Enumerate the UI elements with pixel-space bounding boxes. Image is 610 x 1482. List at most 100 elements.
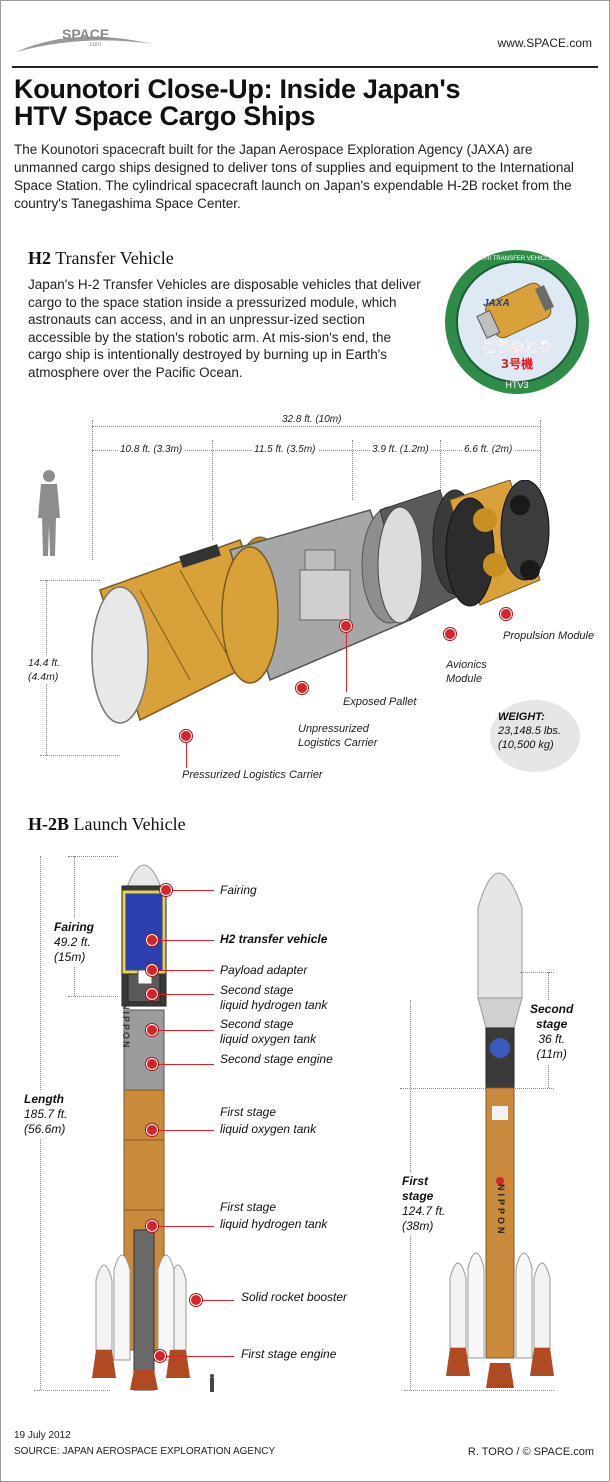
callout-s2-lox-1: Second stage: [220, 1017, 294, 1031]
marker-s1-lh2: [146, 1220, 158, 1232]
exposed-pallet-marker: [340, 620, 352, 632]
h2b-section-heading: H-2B Launch Vehicle: [28, 814, 186, 835]
title-line-2: HTV Space Cargo Ships: [14, 101, 316, 131]
fairing-m: (15m): [54, 950, 86, 964]
label-propulsion: Propulsion Module: [503, 630, 595, 642]
callout-s1-lh2-1: First stage: [220, 1200, 277, 1214]
site-url[interactable]: www.SPACE.com: [497, 36, 592, 50]
h2-heading-rest: Transfer Vehicle: [55, 248, 174, 268]
callout-adapter: Payload adapter: [220, 963, 308, 977]
leader-s2-engine: [152, 1064, 214, 1065]
space-logo[interactable]: SPACE .com: [14, 22, 154, 62]
first-stage-ft: 124.7 ft.: [402, 1204, 446, 1218]
callout-s1-lh2-2: liquid hydrogen tank: [220, 1217, 328, 1231]
patch-ring-text: H-II TRANSFER VEHICLE: [482, 256, 553, 262]
callout-s2-engine: Second stage engine: [220, 1052, 333, 1066]
height-dim: 14.4 ft. (4.4m): [28, 656, 61, 684]
callout-s1-lox: First stage liquid oxygen tank: [220, 1104, 316, 1138]
leader-htv: [152, 940, 214, 941]
height-ft: 14.4 ft.: [28, 657, 61, 669]
label-avionics-2: Module: [446, 673, 483, 685]
callout-s2-lox: Second stage liquid oxygen tank: [220, 1017, 316, 1047]
avionics-marker: [444, 628, 456, 640]
dim-total: 32.8 ft. (10m): [282, 414, 342, 425]
h2-section-heading: H2 Transfer Vehicle: [28, 248, 174, 269]
human-scale-icon: [38, 470, 60, 556]
leader-fairing: [166, 890, 214, 891]
pressurized-marker: [180, 730, 192, 742]
callout-s2-lh2-2: liquid hydrogen tank: [220, 998, 328, 1012]
label-unpress-1: Unpressurized: [298, 723, 369, 735]
length-label: Length: [24, 1092, 64, 1106]
rocket-text-left: NIPPON: [121, 1003, 131, 1050]
height-top: [40, 580, 100, 581]
h2b-heading-rest: Launch Vehicle: [73, 814, 186, 834]
marker-srb: [190, 1294, 202, 1306]
leader-s1-lox: [152, 1130, 214, 1131]
h2b-exterior-rocket: [446, 872, 554, 1388]
marker-s2-engine: [146, 1058, 158, 1070]
rocket-name-right: NIPPON: [495, 1184, 506, 1240]
length-m: (56.6m): [24, 1122, 66, 1136]
footer-date: 19 July 2012: [14, 1430, 71, 1441]
title-line-1: Kounotori Close-Up: Inside Japan's: [14, 74, 461, 104]
dim-seg4: 6.6 ft. (2m): [462, 444, 515, 455]
propulsion-marker: [500, 608, 512, 620]
dim-tick-4: [440, 440, 441, 490]
propulsion-module-shape: [445, 480, 550, 607]
page-title: Kounotori Close-Up: Inside Japan's HTV S…: [14, 76, 599, 130]
h2b-heading-bold: H-2B: [28, 814, 70, 834]
marker-fairing: [160, 884, 172, 896]
second-stage-dim-bottom: [400, 1088, 554, 1089]
length-ft: 185.7 ft.: [24, 1107, 68, 1121]
label-unpressurized: Unpressurized Logistics Carrier: [298, 722, 377, 750]
header-rule: [12, 66, 598, 68]
callout-s1-lox-1: First stage: [220, 1105, 277, 1119]
fairing-dim-bottom: [68, 996, 118, 997]
weight-label: WEIGHT:: [498, 711, 545, 723]
callout-s1-lh2: First stage liquid hydrogen tank: [220, 1199, 327, 1233]
dim-tick-5: [540, 420, 541, 490]
footer-source: SOURCE: JAPAN AEROSPACE EXPLORATION AGEN…: [14, 1446, 276, 1457]
exposed-pallet-leader: [346, 632, 347, 692]
marker-htv: [146, 934, 158, 946]
patch-name: こうのとり: [482, 340, 552, 356]
dim-tick-1: [92, 420, 93, 560]
first-stage-dim-bottom: [404, 1390, 554, 1391]
footer-credit: R. TORO / © SPACE.com: [467, 1446, 594, 1458]
callout-s1-engine: First stage engine: [241, 1347, 337, 1361]
label-pressurized: Pressurized Logistics Carrier: [182, 769, 323, 781]
length-dim-bottom: [34, 1390, 110, 1391]
fairing-ft: 49.2 ft.: [54, 935, 91, 949]
dim-seg3: 3.9 ft. (1.2m): [370, 444, 431, 455]
patch-bottom: HTV3: [505, 380, 528, 390]
height-bottom: [40, 755, 120, 756]
callout-s2-lh2-1: Second stage: [220, 983, 294, 997]
total-length-line: [92, 426, 540, 427]
htv-illustration: [91, 480, 550, 724]
length-dimension: Length 185.7 ft. (56.6m): [24, 1090, 68, 1139]
callout-s2-lox-2: liquid oxygen tank: [220, 1032, 317, 1046]
dim-tick-2: [212, 440, 213, 540]
h2b-cutaway-rocket: [92, 864, 190, 1391]
second-stage-m: (11m): [536, 1047, 567, 1061]
weight-kg: (10,500 kg): [498, 739, 554, 751]
intro-paragraph: The Kounotori spacecraft built for the J…: [14, 142, 574, 211]
h2-description: Japan's H-2 Transfer Vehicles are dispos…: [28, 277, 421, 380]
rocket-text-right: NIPPON: [496, 1184, 506, 1237]
pressurized-leader: [186, 742, 187, 768]
first-stage-label-2: stage: [402, 1189, 434, 1203]
weight-badge: [490, 700, 580, 772]
marker-s2-lh2: [146, 988, 158, 1000]
marker-s2-lox: [146, 1024, 158, 1036]
first-stage-dimension: First stage 124.7 ft. (38m): [402, 1172, 446, 1236]
first-stage-m: (38m): [402, 1219, 434, 1233]
human-scale-small-icon: [210, 1374, 214, 1392]
leader-s2-lox: [152, 1030, 214, 1031]
leader-s1-lh2: [152, 1226, 214, 1227]
leader-srb: [196, 1300, 234, 1301]
label-unpress-2: Logistics Carrier: [298, 737, 378, 749]
patch-number: 3号機: [501, 356, 533, 371]
unpressurized-marker: [296, 682, 308, 694]
callout-srb: Solid rocket booster: [241, 1290, 348, 1304]
